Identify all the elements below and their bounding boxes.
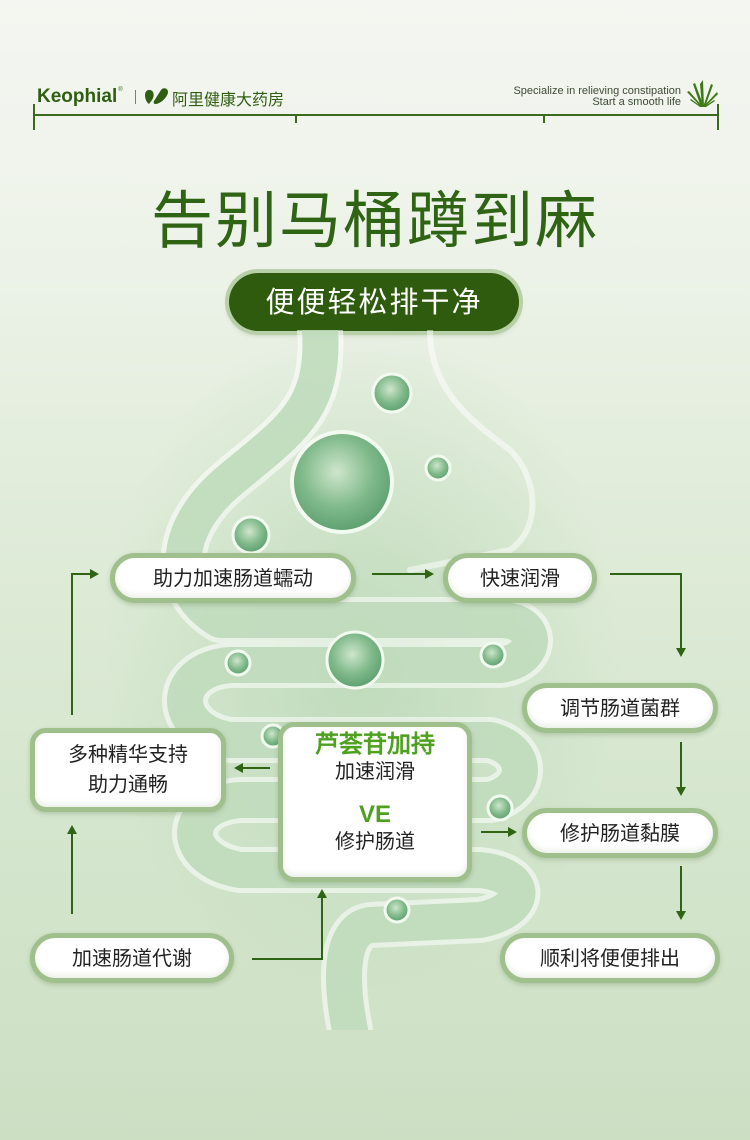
rule-tick — [543, 114, 545, 123]
arrow-line — [321, 898, 323, 960]
arrow-down-icon — [676, 911, 686, 920]
arrow-line — [71, 834, 73, 914]
essence-line-2: 助力通畅 — [88, 772, 168, 796]
partner-name: 阿里健康大药房 — [172, 90, 285, 109]
arrow-down-icon — [676, 648, 686, 657]
page-title: 告别马桶蹲到麻 — [150, 184, 599, 257]
effect-repair: 修护肠道 — [335, 829, 415, 853]
arrow-line — [372, 573, 426, 575]
essence-line-1: 多种精华支持 — [68, 742, 188, 766]
brand-name: Keophial — [37, 86, 118, 107]
node-metabolism: 加速肠道代谢 — [30, 933, 234, 983]
arrow-line — [71, 573, 73, 715]
arrow-right-icon — [90, 569, 99, 579]
arrow-up-icon — [317, 889, 327, 898]
subtitle-badge: 便便轻松排干净 — [229, 273, 519, 331]
rule-tick — [295, 114, 297, 123]
brand-logo: Keophial® — [37, 86, 123, 108]
ingredient-aloin: 芦荟苷加持 — [315, 730, 435, 758]
node-essence: 多种精华支持 助力通畅 — [30, 728, 226, 812]
heart-leaf-logo-icon — [145, 88, 168, 104]
arrow-up-icon — [67, 825, 77, 834]
brand-divider — [135, 90, 136, 104]
arrow-line — [680, 742, 682, 788]
header-rule — [33, 114, 719, 116]
arrow-line — [680, 866, 682, 912]
arrow-line — [242, 767, 270, 769]
registered-mark: ® — [118, 87, 123, 93]
arrow-line — [680, 573, 682, 649]
arrow-line — [610, 573, 682, 575]
center-ingredients-box: 芦荟苷加持 加速润滑 VE 修护肠道 — [278, 722, 472, 882]
node-expel: 顺利将便便排出 — [500, 933, 720, 983]
node-mucosa: 修护肠道黏膜 — [522, 808, 718, 858]
arrow-left-icon — [234, 763, 243, 773]
slogan-line-2: Start a smooth life — [592, 96, 681, 108]
node-flora: 调节肠道菌群 — [522, 683, 718, 733]
node-peristalsis: 助力加速肠道蠕动 — [110, 553, 356, 603]
ingredient-ve: VE — [358, 801, 391, 828]
arrow-line — [71, 573, 91, 575]
aloe-plant-icon — [687, 80, 718, 107]
arrow-down-icon — [676, 787, 686, 796]
slogan-line-1: Specialize in relieving constipation — [513, 85, 681, 97]
intestine-illustration — [110, 330, 620, 1030]
arrow-line — [252, 958, 323, 960]
arrow-right-icon — [508, 827, 517, 837]
rule-tick — [717, 104, 719, 130]
slogan: Specialize in relieving constipation Sta… — [513, 86, 681, 108]
arrow-right-icon — [425, 569, 434, 579]
arrow-line — [481, 831, 509, 833]
rule-tick — [33, 104, 35, 130]
node-lubricate: 快速润滑 — [443, 553, 597, 603]
effect-lubricate: 加速润滑 — [335, 759, 415, 783]
